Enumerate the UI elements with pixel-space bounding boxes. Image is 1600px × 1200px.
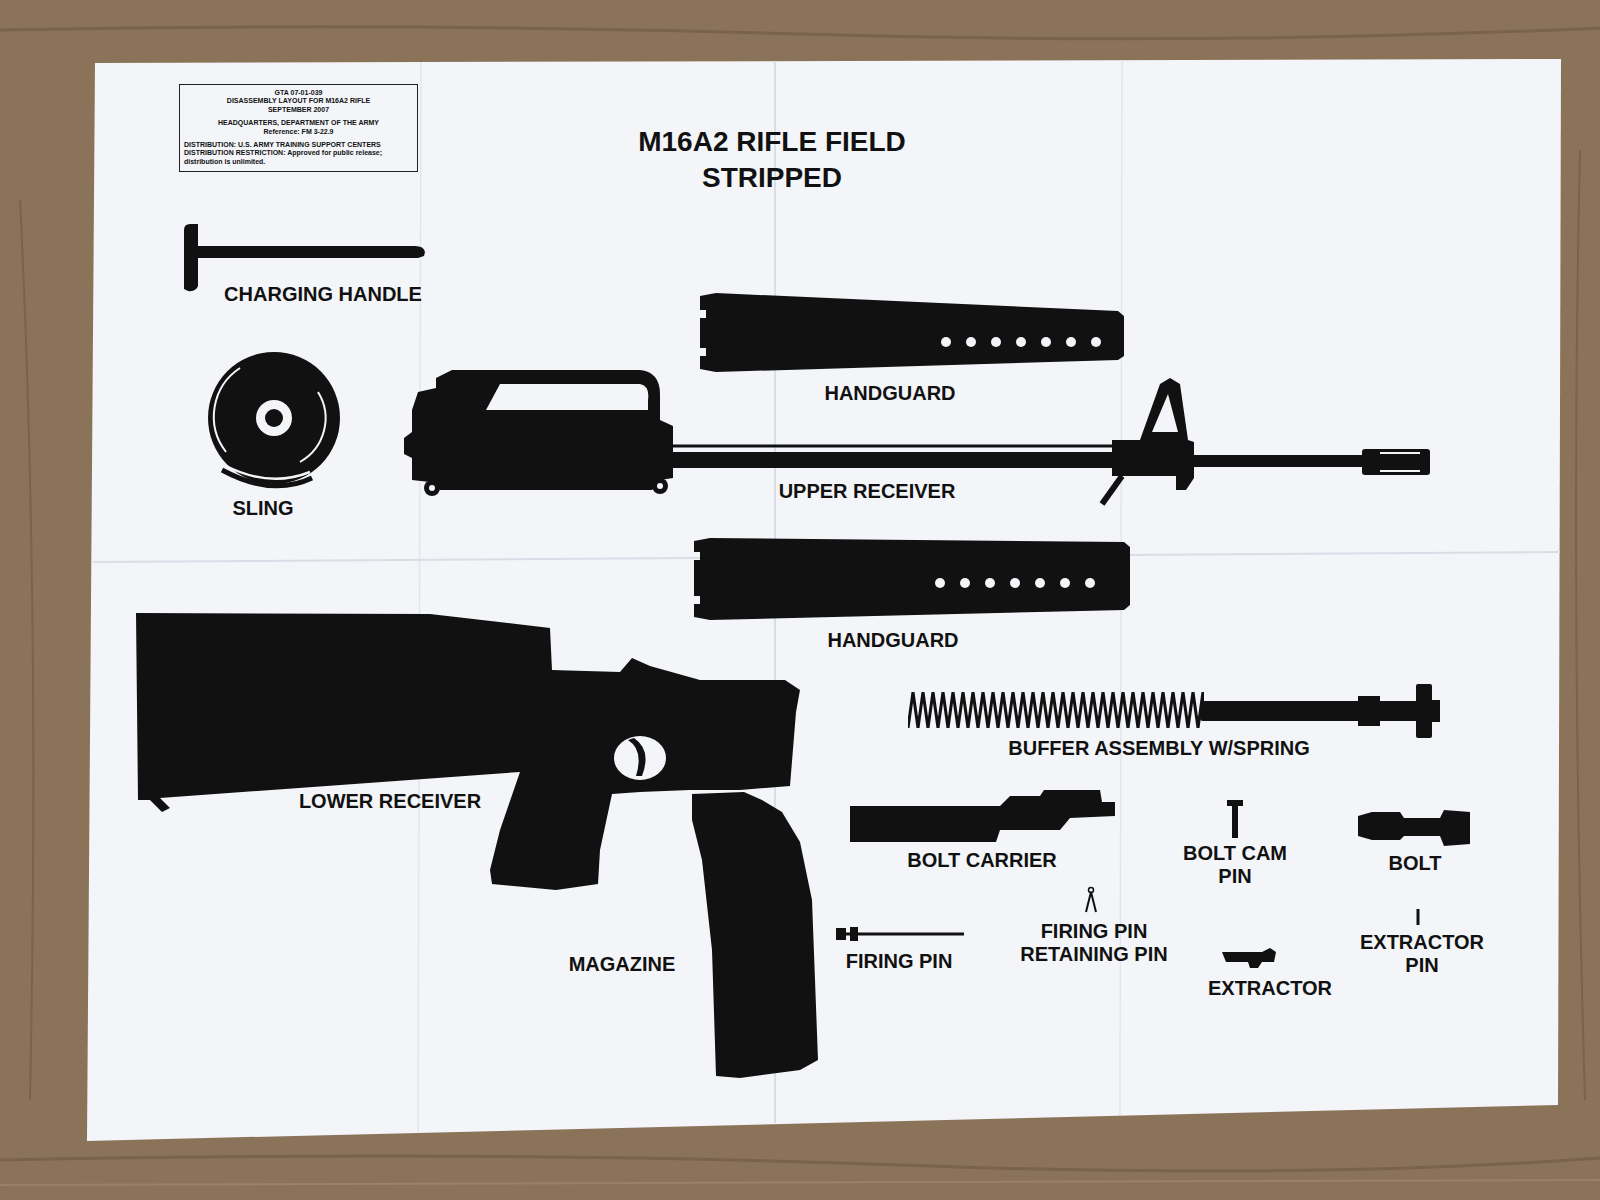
info-text: DISTRIBUTION: U.S. ARMY TRAINING SUPPORT… <box>184 141 413 149</box>
info-text: SEPTEMBER 2007 <box>184 106 413 114</box>
part-label: FIRING PIN <box>846 950 953 973</box>
buffer-assembly <box>908 684 1440 738</box>
extractor <box>1222 948 1276 968</box>
poster-sheet <box>87 59 1561 1141</box>
part-label: UPPER RECEIVER <box>779 480 956 503</box>
charging-handle <box>184 224 425 291</box>
part-label: SLING <box>232 497 293 520</box>
handguard-top <box>700 293 1124 372</box>
part-label: MAGAZINE <box>569 953 676 976</box>
extractor-pin <box>1418 909 1419 925</box>
part-label: HANDGUARD <box>824 382 955 405</box>
part-label: EXTRACTOR PIN <box>1347 931 1497 977</box>
part-label: BOLT CAM PIN <box>1165 842 1305 888</box>
firing-pin <box>836 927 964 941</box>
magazine <box>692 792 818 1078</box>
bolt-cam-pin <box>1227 800 1243 838</box>
info-text: GTA 07-01-039 <box>184 89 413 97</box>
upper-receiver <box>404 370 1430 504</box>
firing-pin-retaining-pin <box>1086 888 1096 913</box>
part-label: BOLT CARRIER <box>907 849 1057 872</box>
part-label: BUFFER ASSEMBLY W/SPRING <box>1008 737 1310 760</box>
bolt <box>1358 810 1470 846</box>
handguard-bottom <box>694 538 1130 620</box>
info-text: Reference: FM 3-22.9 <box>184 128 413 136</box>
info-text: HEADQUARTERS, DEPARTMENT OF THE ARMY <box>184 119 413 127</box>
info-text: DISTRIBUTION RESTRICTION: Approved for p… <box>184 149 413 166</box>
bolt-carrier <box>850 790 1115 842</box>
part-label: CHARGING HANDLE <box>224 283 422 306</box>
poster-title: M16A2 RIFLE FIELD STRIPPED <box>622 124 922 197</box>
part-label: LOWER RECEIVER <box>299 790 481 813</box>
info-box: GTA 07-01-039DISASSEMBLY LAYOUT FOR M16A… <box>179 84 418 172</box>
sling <box>208 352 340 486</box>
info-text: DISASSEMBLY LAYOUT FOR M16A2 RIFLE <box>184 97 413 105</box>
part-label: EXTRACTOR <box>1208 977 1332 1000</box>
part-label: BOLT <box>1389 852 1442 875</box>
part-label: FIRING PIN RETAINING PIN <box>994 920 1194 966</box>
part-label: HANDGUARD <box>827 629 958 652</box>
